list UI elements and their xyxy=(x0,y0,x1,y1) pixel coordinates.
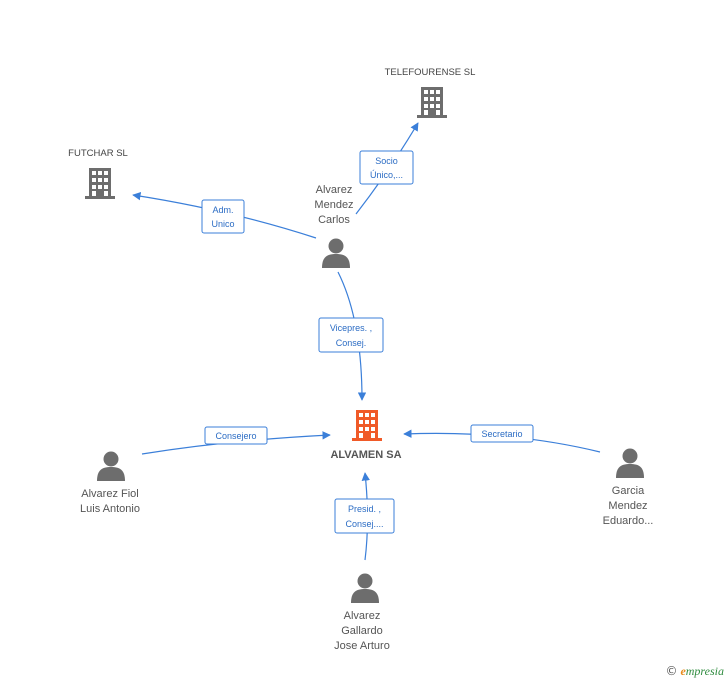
company-label: FUTCHAR SL xyxy=(68,148,128,159)
node-alvarez-gallardo[interactable]: Alvarez Gallardo Jose Arturo xyxy=(334,573,390,653)
edge-label-adm[interactable]: Adm. Unico xyxy=(201,199,245,234)
person-icon xyxy=(322,238,350,268)
person-label-line: Carlos xyxy=(318,214,350,226)
edge-label-line: Socio xyxy=(375,156,398,166)
edge-label-socio[interactable]: Socio Único,... xyxy=(359,150,414,185)
person-label-line: Luis Antonio xyxy=(80,503,140,515)
person-label-line: Jose Arturo xyxy=(334,640,390,652)
building-icon xyxy=(352,410,382,441)
copyright-symbol: © xyxy=(665,664,678,678)
edge-label-secretario[interactable]: Secretario xyxy=(470,424,534,443)
brand-initial: e xyxy=(680,664,686,678)
main-company-label: ALVAMEN SA xyxy=(330,449,401,461)
person-icon xyxy=(351,573,379,603)
node-garcia-mendez[interactable]: Garcia Mendez Eduardo... xyxy=(603,448,654,528)
building-icon xyxy=(85,168,115,199)
person-label-line: Eduardo... xyxy=(603,515,654,527)
edge-label-line: Consej.... xyxy=(345,519,383,529)
person-label-line: Alvarez xyxy=(316,184,353,196)
edge-label-line: Consejero xyxy=(215,431,256,441)
edge-label-line: Vicepres. , xyxy=(330,323,372,333)
building-icon xyxy=(417,87,447,118)
person-label-line: Alvarez Fiol xyxy=(81,488,138,500)
edge-label-line: Adm. xyxy=(212,205,233,215)
person-label-line: Gallardo xyxy=(341,625,383,637)
person-icon xyxy=(97,451,125,481)
node-alvarez-mendez-carlos[interactable]: Alvarez Mendez Carlos xyxy=(314,184,354,268)
edge-label-consejero[interactable]: Consejero xyxy=(204,426,268,445)
person-label-line: Garcia xyxy=(612,485,645,497)
edge-label-vicepres[interactable]: Vicepres. , Consej. xyxy=(318,317,384,353)
person-label-line: Mendez xyxy=(314,199,353,211)
edge-label-line: Unico xyxy=(211,219,234,229)
edge-label-line: Presid. , xyxy=(348,504,381,514)
edge-label-line: Secretario xyxy=(481,429,522,439)
company-label: TELEFOURENSE SL xyxy=(385,67,476,78)
node-futchar[interactable]: FUTCHAR SL xyxy=(68,148,128,199)
empresia-logo[interactable]: ©empresia xyxy=(665,664,724,679)
person-label-line: Mendez xyxy=(608,500,647,512)
brand-name: mpresia xyxy=(685,664,724,678)
edge-label-line: Consej. xyxy=(336,338,367,348)
person-label-line: Alvarez xyxy=(344,610,381,622)
node-alvarez-fiol[interactable]: Alvarez Fiol Luis Antonio xyxy=(80,451,140,516)
edge-label-line: Único,... xyxy=(370,170,403,180)
node-telefourense[interactable]: TELEFOURENSE SL xyxy=(385,67,476,118)
person-icon xyxy=(616,448,644,478)
edge-label-presid[interactable]: Presid. , Consej.... xyxy=(334,498,395,534)
node-alvamen[interactable]: ALVAMEN SA xyxy=(330,410,402,461)
